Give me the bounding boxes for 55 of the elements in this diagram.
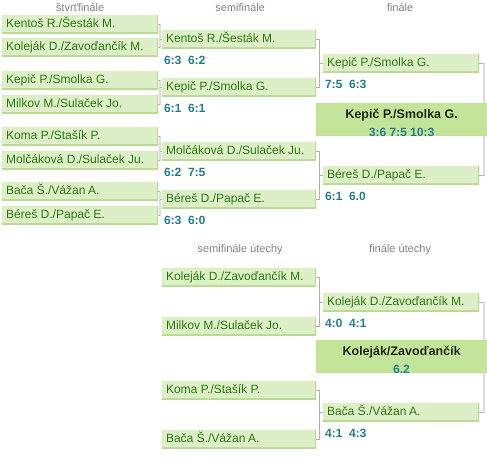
bracket-line (158, 199, 162, 216)
team-name: Kepič P./Smolka G. (345, 106, 458, 122)
match-score: 6:1 6:1 (164, 101, 206, 115)
bracket-line (478, 136, 484, 176)
match-score: 3:6 7:5 10:3 (368, 125, 434, 140)
bracket-line (316, 412, 324, 440)
team-box: Béreš D./Papač E. (323, 166, 479, 185)
bracket-line (158, 80, 162, 88)
column-heading: štvrťfinále (56, 2, 104, 15)
team-box: Milkov M./Sulaček Jo. (2, 95, 158, 114)
bracket-line (316, 63, 324, 88)
bracket-line (316, 302, 324, 327)
match-score: 4:1 4:3 (325, 426, 366, 440)
bracket-line (316, 175, 324, 200)
winner-box (316, 103, 487, 136)
match-score: 6:2 7:5 (164, 165, 206, 179)
team-box: Kepič P./Smolka G. (323, 54, 479, 73)
bracket-line (158, 151, 162, 161)
team-name: Koleják/Zavoďančík (342, 343, 461, 359)
bracket-line (158, 24, 162, 40)
team-box: Béreš D./Papač E. (2, 206, 158, 225)
bracket-line (478, 63, 484, 104)
bracket-line (158, 87, 162, 105)
match-score: 4:0 4:1 (325, 316, 366, 330)
match-score: 7:5 6:3 (325, 77, 366, 91)
team-box: Bača Š./Vážan A. (2, 182, 158, 201)
team-box: Kepič P./Smolka G. (2, 71, 158, 90)
team-box: Béreš D./Papač E. (162, 190, 316, 209)
team-box: Koleják D./Zavoďančík M. (323, 293, 479, 312)
bracket-line (478, 302, 484, 340)
team-box: Milkov M./Sulaček Jo. (162, 317, 316, 336)
team-box: Kepič P./Smolka G. (162, 78, 316, 97)
match-score: 6:3 6:2 (164, 53, 206, 67)
team-box: Bača Š./Vážan A. (323, 403, 479, 422)
team-box: Koleják D./Zavoďančík M. (2, 38, 158, 57)
column-heading: semifinále útechy (198, 243, 282, 256)
team-box: Bača Š./Vážan A. (162, 430, 316, 449)
team-box: Molčáková D./Sulaček Ju. (2, 151, 158, 170)
column-heading: semifinále (215, 2, 265, 15)
team-box: Kentoš R./Šesták M. (162, 30, 316, 49)
match-score: 6:3 6:0 (164, 213, 206, 227)
bracket-line (158, 136, 162, 152)
match-score: 6:1 6.0 (325, 189, 366, 203)
bracket-line (478, 372, 484, 413)
team-box: Koma P./Stašík P. (2, 127, 158, 146)
winner-box (316, 340, 487, 373)
team-box: Kentoš R./Šesták M. (2, 15, 158, 34)
bracket-line (158, 191, 162, 200)
team-box: Koma P./Stašík P. (162, 381, 316, 400)
team-box: Molčáková D./Sulaček Ju. (162, 142, 316, 161)
match-score: 6.2 (393, 362, 410, 377)
column-heading: finále útechy (369, 243, 431, 256)
bracket-line (158, 39, 162, 48)
team-box: Koleják D./Zavoďančík M. (162, 268, 316, 287)
column-heading: finále (386, 2, 414, 15)
